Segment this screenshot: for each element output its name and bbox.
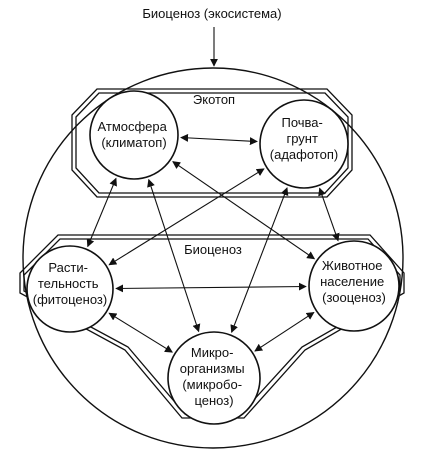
node-atmosphere-label: Атмосфера (климатоп) [97, 119, 170, 150]
link-vegetation-animals [115, 282, 307, 293]
node-microorganisms: Микро- организмы (микробо- ценоз) [167, 331, 261, 425]
node-animals-label: Животное население (зооценоз) [320, 258, 388, 305]
node-atmosphere: Атмосфера (климатоп) [89, 90, 179, 180]
link-soil-vegetation [108, 168, 265, 266]
diagram-title: Биоценоз (экосистема) [142, 6, 281, 21]
node-soil: Почва- грунт (адафотоп) [259, 99, 349, 189]
link-soil-microorganisms [230, 187, 289, 334]
link-vegetation-microorganisms [108, 312, 173, 353]
biocenosis-label: Биоценоз [184, 242, 242, 257]
ecotope-frame [71, 88, 353, 198]
node-animals: Животное население (зооценоз) [308, 240, 400, 332]
connections [86, 133, 340, 353]
link-animals-microorganisms [254, 311, 315, 352]
node-vegetation: Расти- тельность (фитоценоз) [26, 245, 114, 333]
node-soil-label: Почва- грунт (адафотоп) [270, 115, 338, 162]
node-vegetation-label: Расти- тельность (фитоценоз) [33, 260, 107, 307]
ecotope-label: Экотоп [193, 92, 235, 107]
link-atmosphere-soil [180, 133, 258, 146]
link-soil-animals [318, 187, 340, 242]
node-microorganisms-label: Микро- организмы (микробо- ценоз) [180, 345, 248, 408]
